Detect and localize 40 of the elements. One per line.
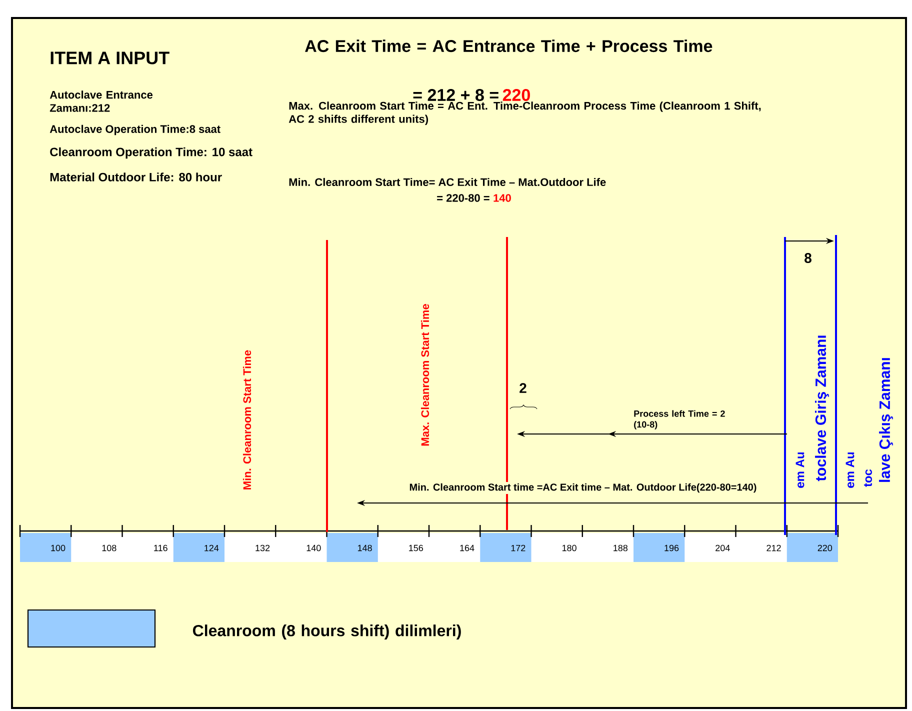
tick-label: 196 bbox=[664, 544, 679, 552]
marker-label: toc bbox=[864, 469, 872, 487]
formula-text: AC Exit Time = AC Entrance Time + Process Time bbox=[305, 40, 712, 52]
legend-label: Cleanroom (8 hours shift) dilimleri) bbox=[192, 624, 461, 640]
tick-label: 204 bbox=[716, 544, 730, 552]
arrow-label: Process left Time = 2 (10-8) bbox=[634, 410, 725, 430]
marker-label: Min. Cleanroom Start Time bbox=[242, 350, 252, 490]
marker-label: toclave Giriş Zamanı bbox=[815, 336, 829, 482]
result-value: 220 bbox=[502, 88, 530, 102]
tick-label: 156 bbox=[409, 544, 423, 552]
tick-label: 116 bbox=[154, 544, 168, 552]
result-value: 140 bbox=[494, 194, 511, 202]
input-text: Material Outdoor Life: 80 hour bbox=[50, 172, 222, 182]
tick-label: 132 bbox=[256, 544, 270, 552]
tick-label: 100 bbox=[51, 544, 66, 552]
formula-text: Min. Cleanroom Start Time= AC Exit Time – Mat.Outdoor Life bbox=[289, 178, 606, 186]
tick-label: 148 bbox=[358, 544, 372, 552]
marker-label: Max. Cleanroom Start Time bbox=[420, 304, 430, 446]
formula-text: = 212 + 8 = bbox=[413, 88, 498, 102]
input-text: Cleanroom Operation Time: 10 saat bbox=[50, 147, 252, 159]
tick-label: 220 bbox=[818, 544, 832, 552]
arrow-label: Min. Cleanroom Start time =AC Exit time – Mat. Outdoor Life(220-80=140) bbox=[408, 482, 758, 494]
tick-label: 140 bbox=[306, 544, 321, 552]
tick-label: 124 bbox=[204, 544, 219, 552]
marker-label: em Au bbox=[796, 452, 804, 488]
tick-label: 108 bbox=[102, 544, 116, 552]
input-text: Autoclave Entrance Zamanı:212 bbox=[50, 90, 153, 112]
tick-label: 164 bbox=[460, 544, 474, 552]
dimension-label: 2 bbox=[520, 383, 526, 393]
tick-label: 180 bbox=[562, 544, 576, 552]
tick-label: 212 bbox=[766, 544, 781, 552]
tick-label: 172 bbox=[511, 544, 526, 552]
tick-label: 188 bbox=[614, 544, 628, 552]
heading: ITEM A INPUT bbox=[50, 52, 170, 64]
dimension-label: 8 bbox=[804, 253, 812, 263]
marker-label: lave Çıkış Zamanı bbox=[879, 358, 893, 482]
input-text: Autoclave Operation Time:8 saat bbox=[50, 124, 220, 136]
formula-text: Max. Cleanroom Start Time = AC Ent. Time-Cleanroom Process Time (Cleanroom 1 Shift, AC 2 shifts different units) bbox=[288, 102, 761, 126]
marker-label: em Au bbox=[846, 452, 854, 488]
formula-text: = 220-80 = bbox=[437, 194, 490, 202]
